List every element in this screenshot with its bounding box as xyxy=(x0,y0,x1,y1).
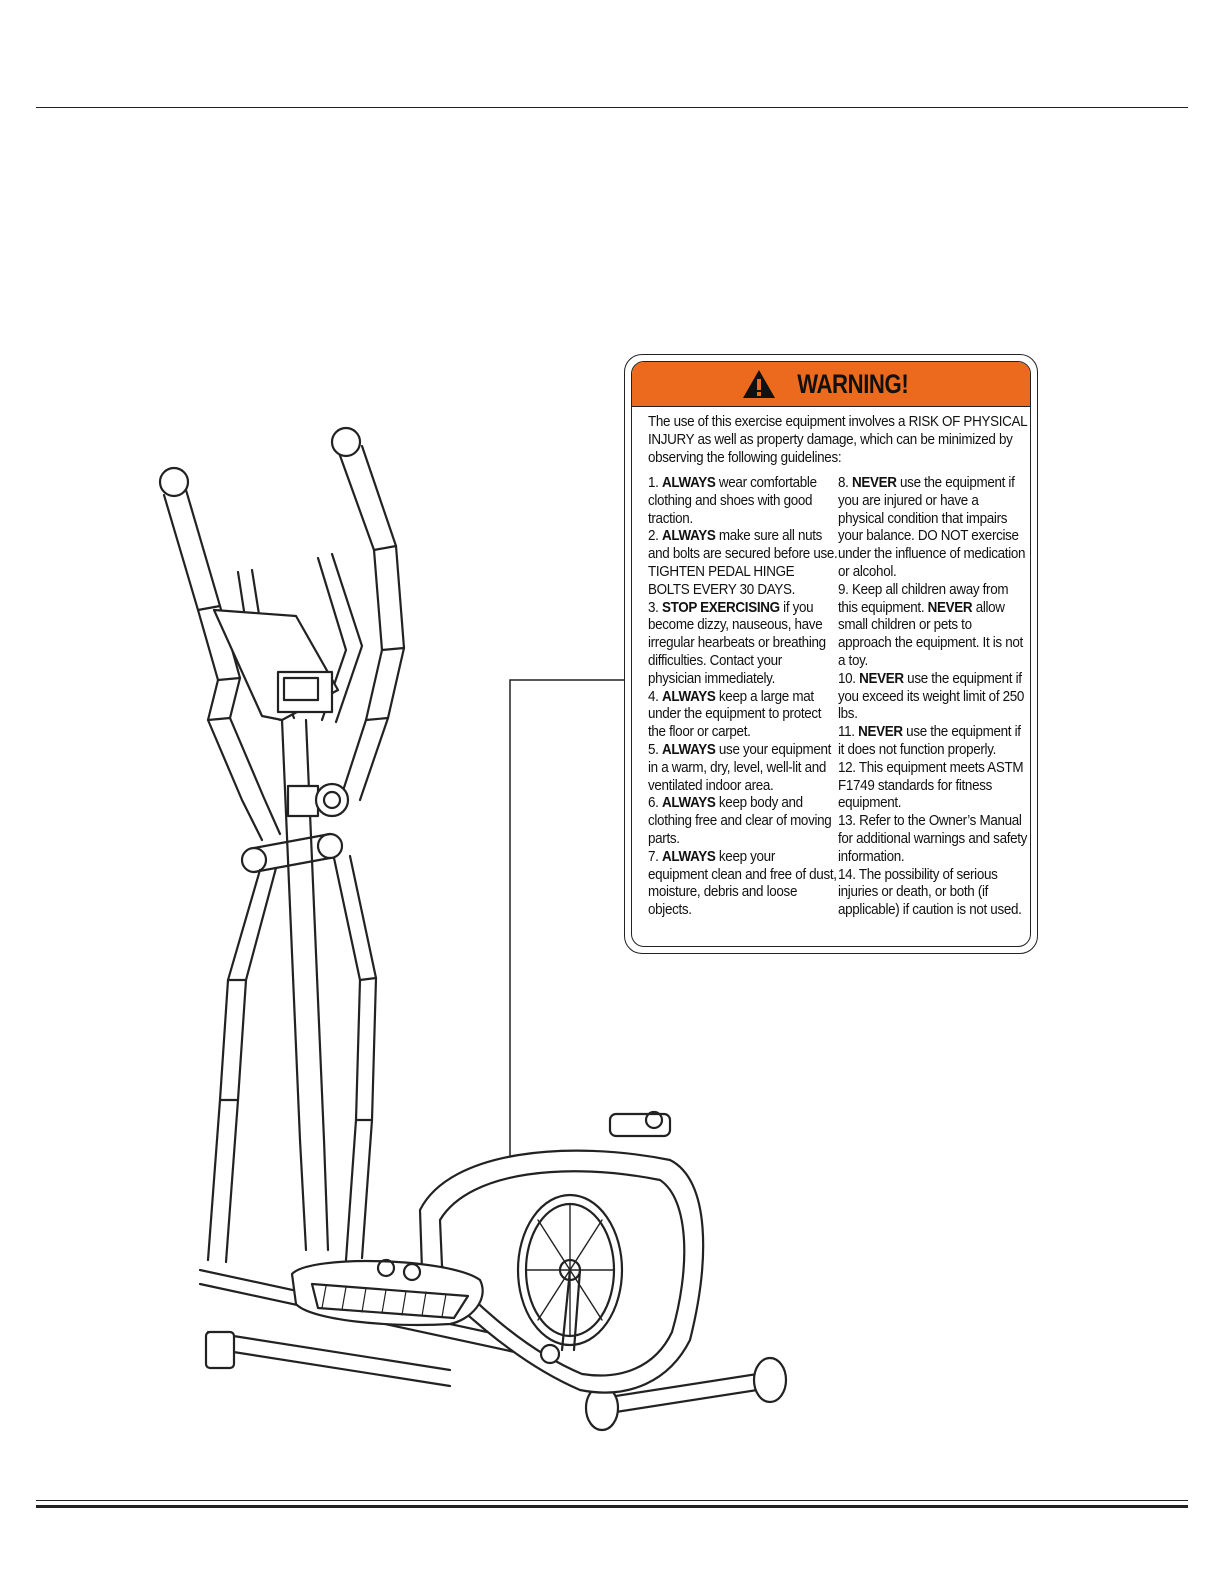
bottom-rule-thick xyxy=(36,1505,1188,1508)
warning-left-column: 1. ALWAYS wear comfortable clothing and … xyxy=(648,475,838,920)
warning-item: 9. Keep all children away from this equi… xyxy=(838,581,1023,669)
warning-header: WARNING! xyxy=(632,362,1030,407)
warning-item: 8. NEVER use the equipment if you are in… xyxy=(838,475,1026,580)
warning-item: 1. ALWAYS wear comfortable clothing and … xyxy=(648,475,817,527)
warning-item: 7. ALWAYS keep your equipment clean and … xyxy=(648,848,837,919)
warning-item: 13. Refer to the Owner’s Manual for addi… xyxy=(838,813,1028,865)
warning-item: 2. ALWAYS make sure all nuts and bolts a… xyxy=(648,528,838,598)
elliptical-trainer-illustration xyxy=(158,426,788,1432)
warning-item: 10. NEVER use the equipment if you excee… xyxy=(838,670,1025,723)
warning-title: WARNING! xyxy=(797,368,909,399)
warning-item: 14. The possibility of serious injuries … xyxy=(838,866,1022,919)
warning-item: 12. This equipment meets ASTM F1749 stan… xyxy=(838,759,1024,812)
warning-body: The use of this exercise equipment invol… xyxy=(632,407,1030,920)
warning-item: 6. ALWAYS keep body and clothing free an… xyxy=(648,795,832,847)
warning-right-column: 8. NEVER use the equipment if you are in… xyxy=(838,475,1030,920)
warning-label: WARNING! The use of this exercise equipm… xyxy=(624,354,1038,954)
warning-label-inner: WARNING! The use of this exercise equipm… xyxy=(631,361,1031,947)
warning-intro: The use of this exercise equipment invol… xyxy=(648,414,1027,466)
warning-item: 11. NEVER use the equipment if it does n… xyxy=(838,724,1021,758)
top-rule xyxy=(36,107,1188,108)
warning-triangle-icon xyxy=(743,370,776,398)
warning-item: 5. ALWAYS use your equipment in a warm, … xyxy=(648,741,832,794)
warning-item: 3. STOP EXERCISING if you become dizzy, … xyxy=(648,599,826,687)
warning-item: 4. ALWAYS keep a large mat under the equ… xyxy=(648,688,822,741)
bottom-rule-thin xyxy=(36,1500,1188,1501)
